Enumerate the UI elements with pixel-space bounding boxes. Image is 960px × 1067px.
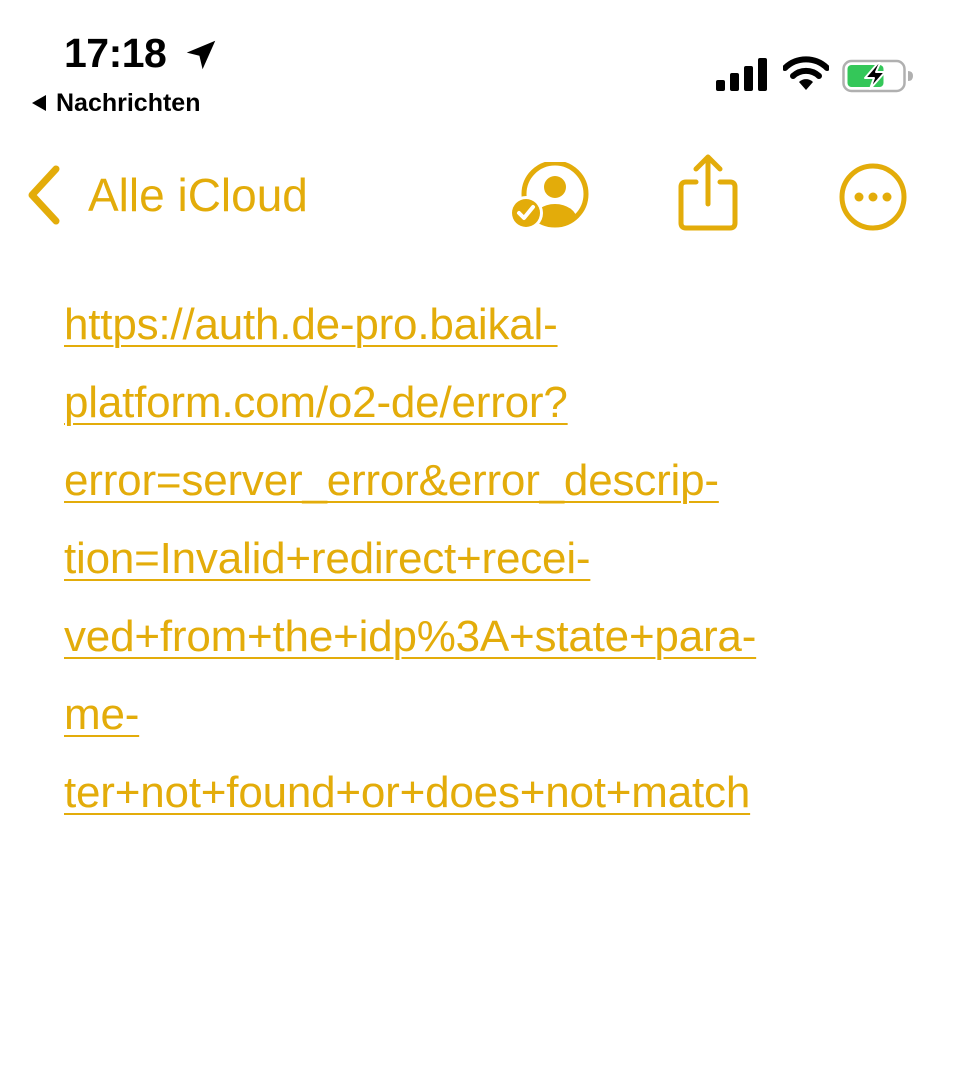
back-button-label: Alle iCloud [88, 169, 308, 221]
note-body[interactable]: https://auth.de-pro.baikal- platform.com… [64, 286, 944, 832]
status-time: 17:18 [64, 30, 167, 76]
cellular-signal-icon [716, 58, 767, 91]
back-to-app-button[interactable]: Nachrichten [32, 88, 200, 118]
share-icon[interactable] [676, 152, 740, 232]
wifi-icon [783, 56, 829, 90]
battery-charging-icon [842, 59, 913, 93]
back-triangle-icon [32, 95, 46, 111]
more-icon[interactable] [838, 162, 908, 232]
note-link-line[interactable]: ved+from+the+idp%3A+state+para- [64, 612, 757, 661]
note-link-line[interactable]: https://auth.de-pro.baikal- [64, 300, 558, 349]
note-link-line[interactable]: error=server_error&error_descrip- [64, 456, 719, 505]
location-arrow-icon [186, 40, 216, 70]
chevron-left-icon [28, 165, 60, 225]
back-to-app-label: Nachrichten [56, 89, 201, 117]
collaborate-icon[interactable] [508, 162, 590, 230]
note-link-line[interactable]: ter+not+found+or+does+not+match [64, 768, 751, 817]
back-button[interactable]: Alle iCloud [24, 160, 308, 230]
note-link-line[interactable]: tion=Invalid+redirect+recei- [64, 534, 591, 583]
note-link-line[interactable]: platform.com/o2-de/error? [64, 378, 568, 427]
note-link-line[interactable]: me- [64, 690, 140, 739]
